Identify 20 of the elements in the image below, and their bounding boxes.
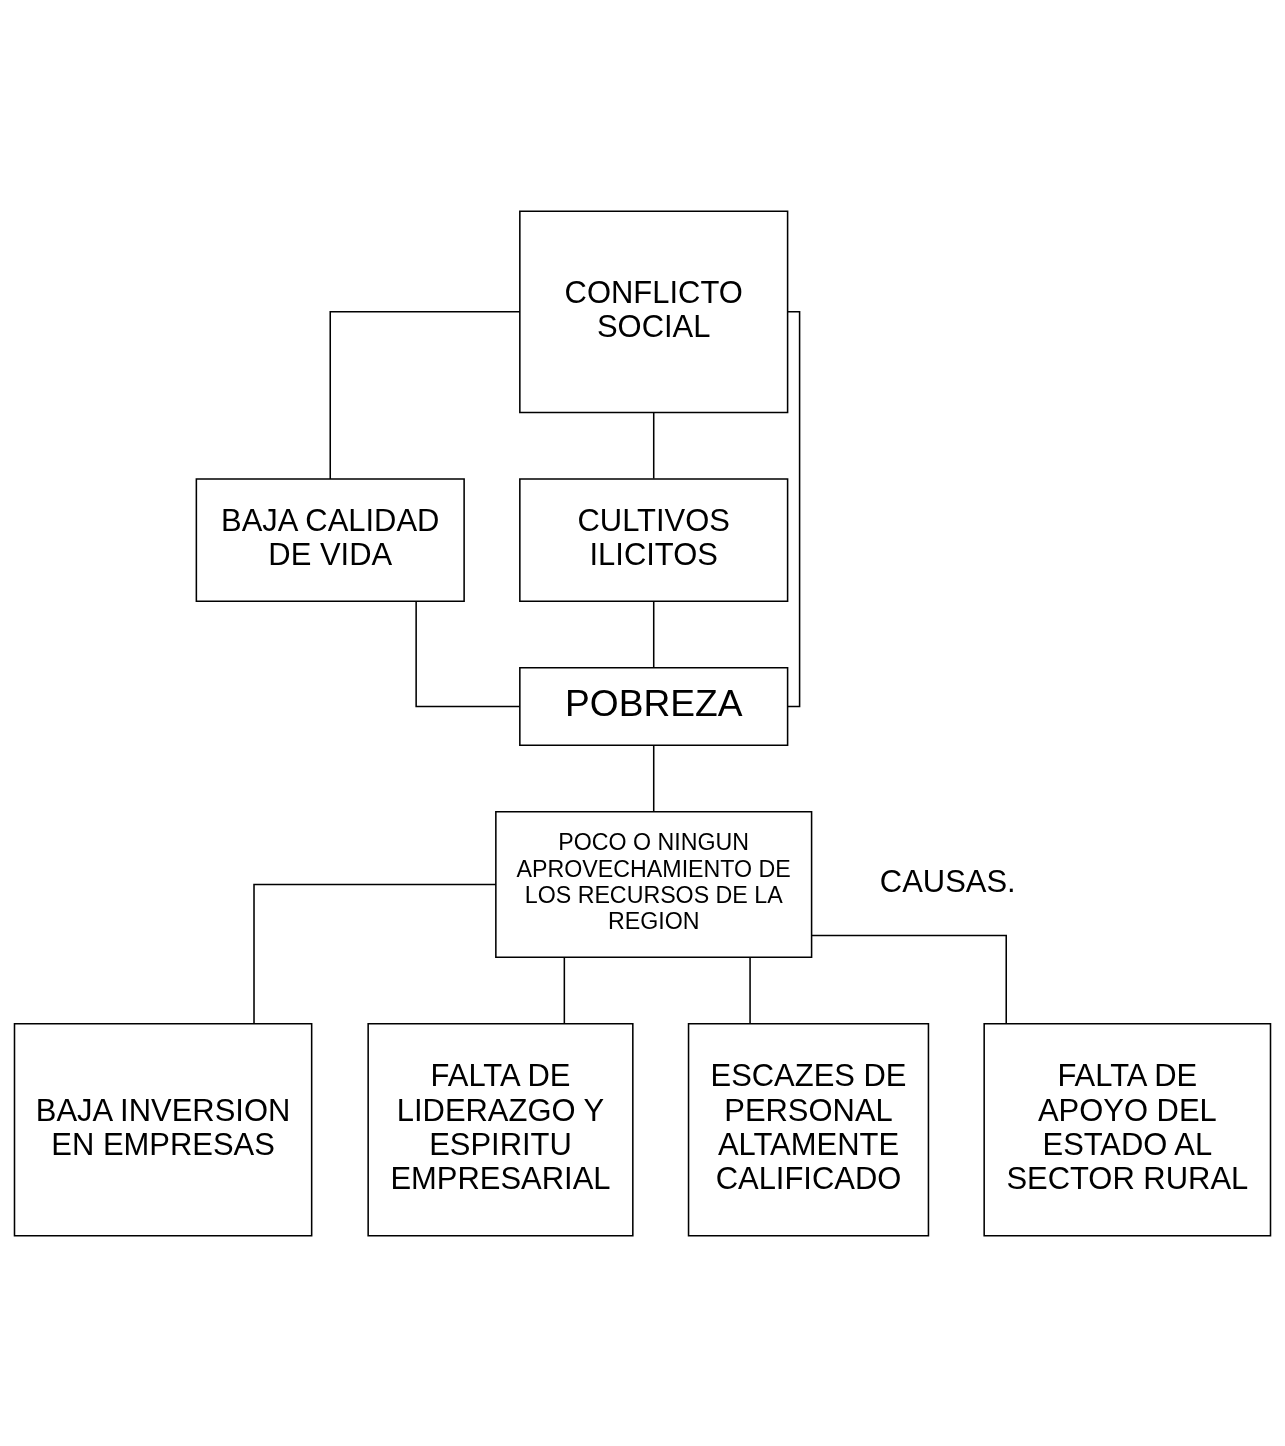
connector bbox=[811, 934, 1007, 1024]
node-box: ESCAZES DE PERSONAL ALTAMENTE CALIFICADO bbox=[687, 1022, 930, 1237]
node-box: POBREZA bbox=[519, 666, 789, 746]
connector bbox=[786, 310, 801, 707]
connector bbox=[415, 600, 521, 707]
node-box: FALTA DE APOYO DEL ESTADO AL SECTOR RURAL bbox=[983, 1022, 1272, 1237]
node-box: BAJA CALIDAD DE VIDA bbox=[195, 477, 465, 602]
node-box: CULTIVOS ILICITOS bbox=[519, 477, 789, 602]
connector bbox=[652, 744, 655, 812]
node-box: FALTA DE LIDERAZGO Y ESPIRITU EMPRESARIAL bbox=[367, 1022, 634, 1237]
node-box: CONFLICTO SOCIAL bbox=[519, 209, 789, 413]
connector bbox=[652, 600, 655, 668]
node-box: BAJA INVERSION EN EMPRESAS bbox=[13, 1022, 313, 1237]
connector bbox=[749, 956, 751, 1024]
label: CAUSAS. bbox=[879, 863, 1016, 899]
node-box: POCO O NINGUN APROVECHAMIENTO DE LOS RECURSOS DE LA REGION bbox=[495, 810, 813, 958]
connector bbox=[253, 883, 497, 1024]
connector bbox=[652, 411, 655, 479]
connector bbox=[329, 310, 521, 480]
connector bbox=[563, 956, 566, 1024]
